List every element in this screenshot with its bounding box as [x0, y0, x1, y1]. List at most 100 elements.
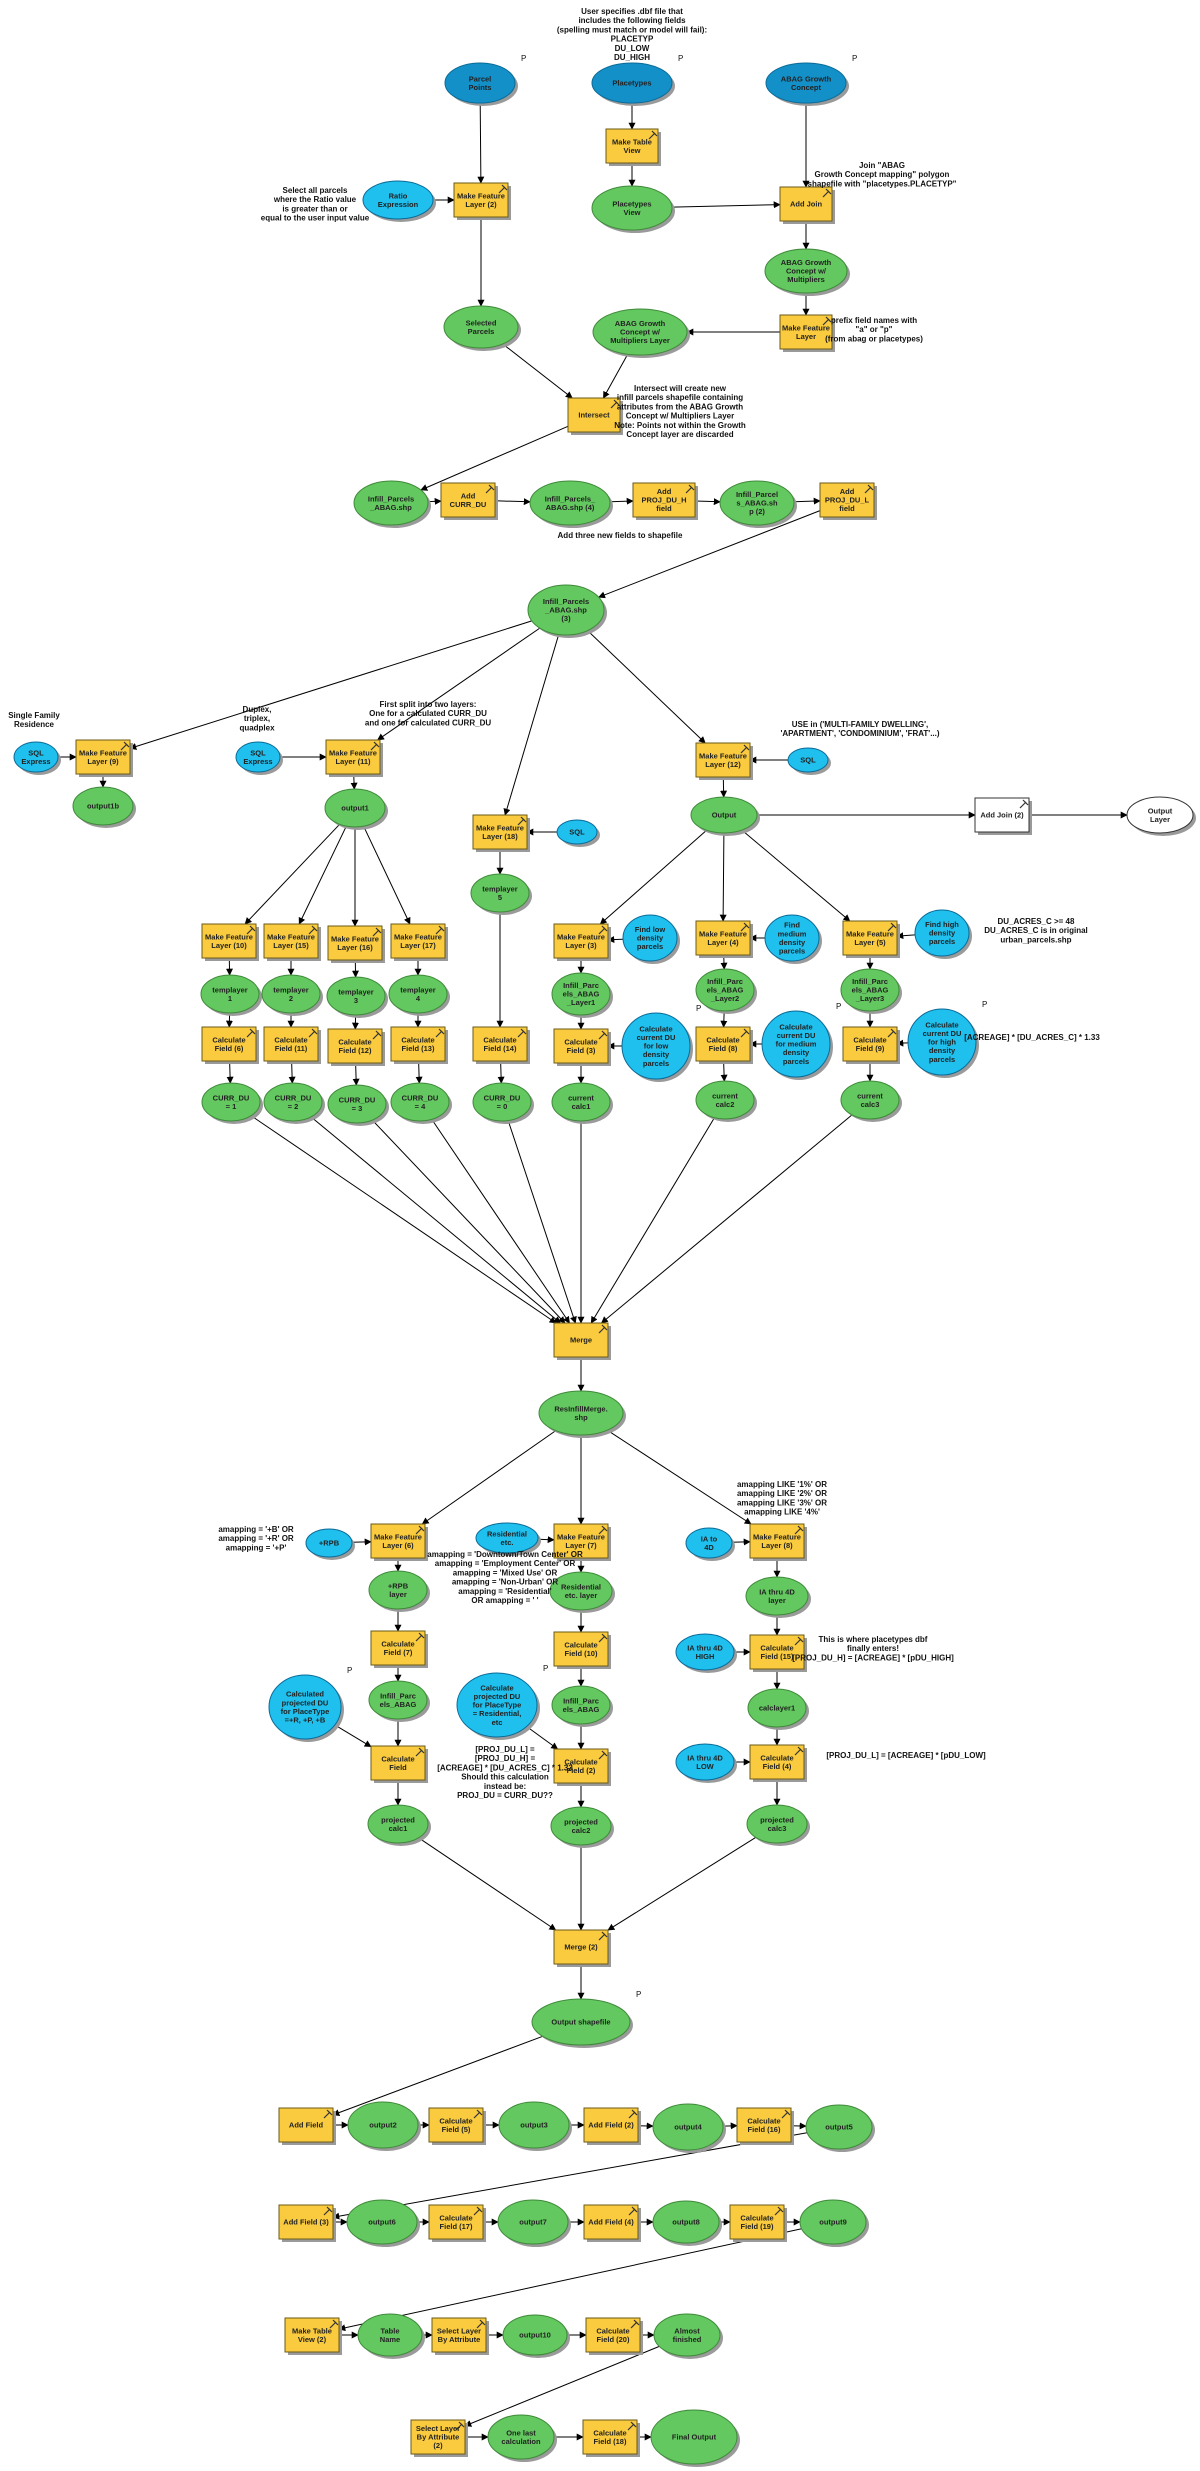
node-sql_mid[interactable]: SQL [556, 819, 600, 847]
node-resinfillmerge[interactable]: ResInfillMerge.shp [538, 1390, 626, 1438]
node-output8[interactable]: output8 [652, 2200, 722, 2246]
node-calclayer1[interactable]: calclayer1 [747, 1688, 809, 1730]
node-infill_parcels_abag_3[interactable]: Infill_Parcels_ABAG.shp(3) [527, 584, 607, 638]
node-output6[interactable]: output6 [346, 2199, 420, 2247]
node-output4[interactable]: output4 [652, 2103, 726, 2153]
node-final_output[interactable]: Final Output [650, 2409, 740, 2467]
node-output3[interactable]: output3 [498, 2101, 572, 2151]
node-add_field_3[interactable]: Add Field (3) [278, 2204, 336, 2242]
node-merge_2[interactable]: Merge (2) [553, 1929, 611, 1967]
node-output_main[interactable]: Output [690, 796, 760, 836]
node-output1b[interactable]: output1b [72, 786, 136, 828]
node-output7[interactable]: output7 [497, 2199, 571, 2247]
node-curr_du_1[interactable]: CURR_DU= 1 [201, 1082, 263, 1124]
node-output5[interactable]: output5 [805, 2104, 875, 2152]
node-add_field[interactable]: Add Field [278, 2107, 336, 2145]
node-infill_parcels_abag_4[interactable]: Infill_Parcels_ABAG.shp (4) [529, 480, 613, 528]
node-output10[interactable]: output10 [502, 2314, 570, 2358]
node-curr_du_2[interactable]: CURR_DU= 2 [263, 1082, 325, 1124]
node-add_field_2[interactable]: Add Field (2) [583, 2107, 641, 2145]
node-curr_du_4[interactable]: CURR_DU= 4 [390, 1082, 452, 1124]
node-add_join_2[interactable]: Add Join (2) [974, 797, 1032, 835]
node-add_join[interactable]: Add Join [779, 186, 835, 224]
node-intersect[interactable]: Intersect [567, 397, 623, 435]
node-output2[interactable]: output2 [347, 2101, 421, 2151]
node-sql_right[interactable]: SQL [787, 747, 831, 775]
node-plus_rpb[interactable]: +RPB [305, 1528, 355, 1560]
node-output9[interactable]: output9 [799, 2199, 869, 2247]
